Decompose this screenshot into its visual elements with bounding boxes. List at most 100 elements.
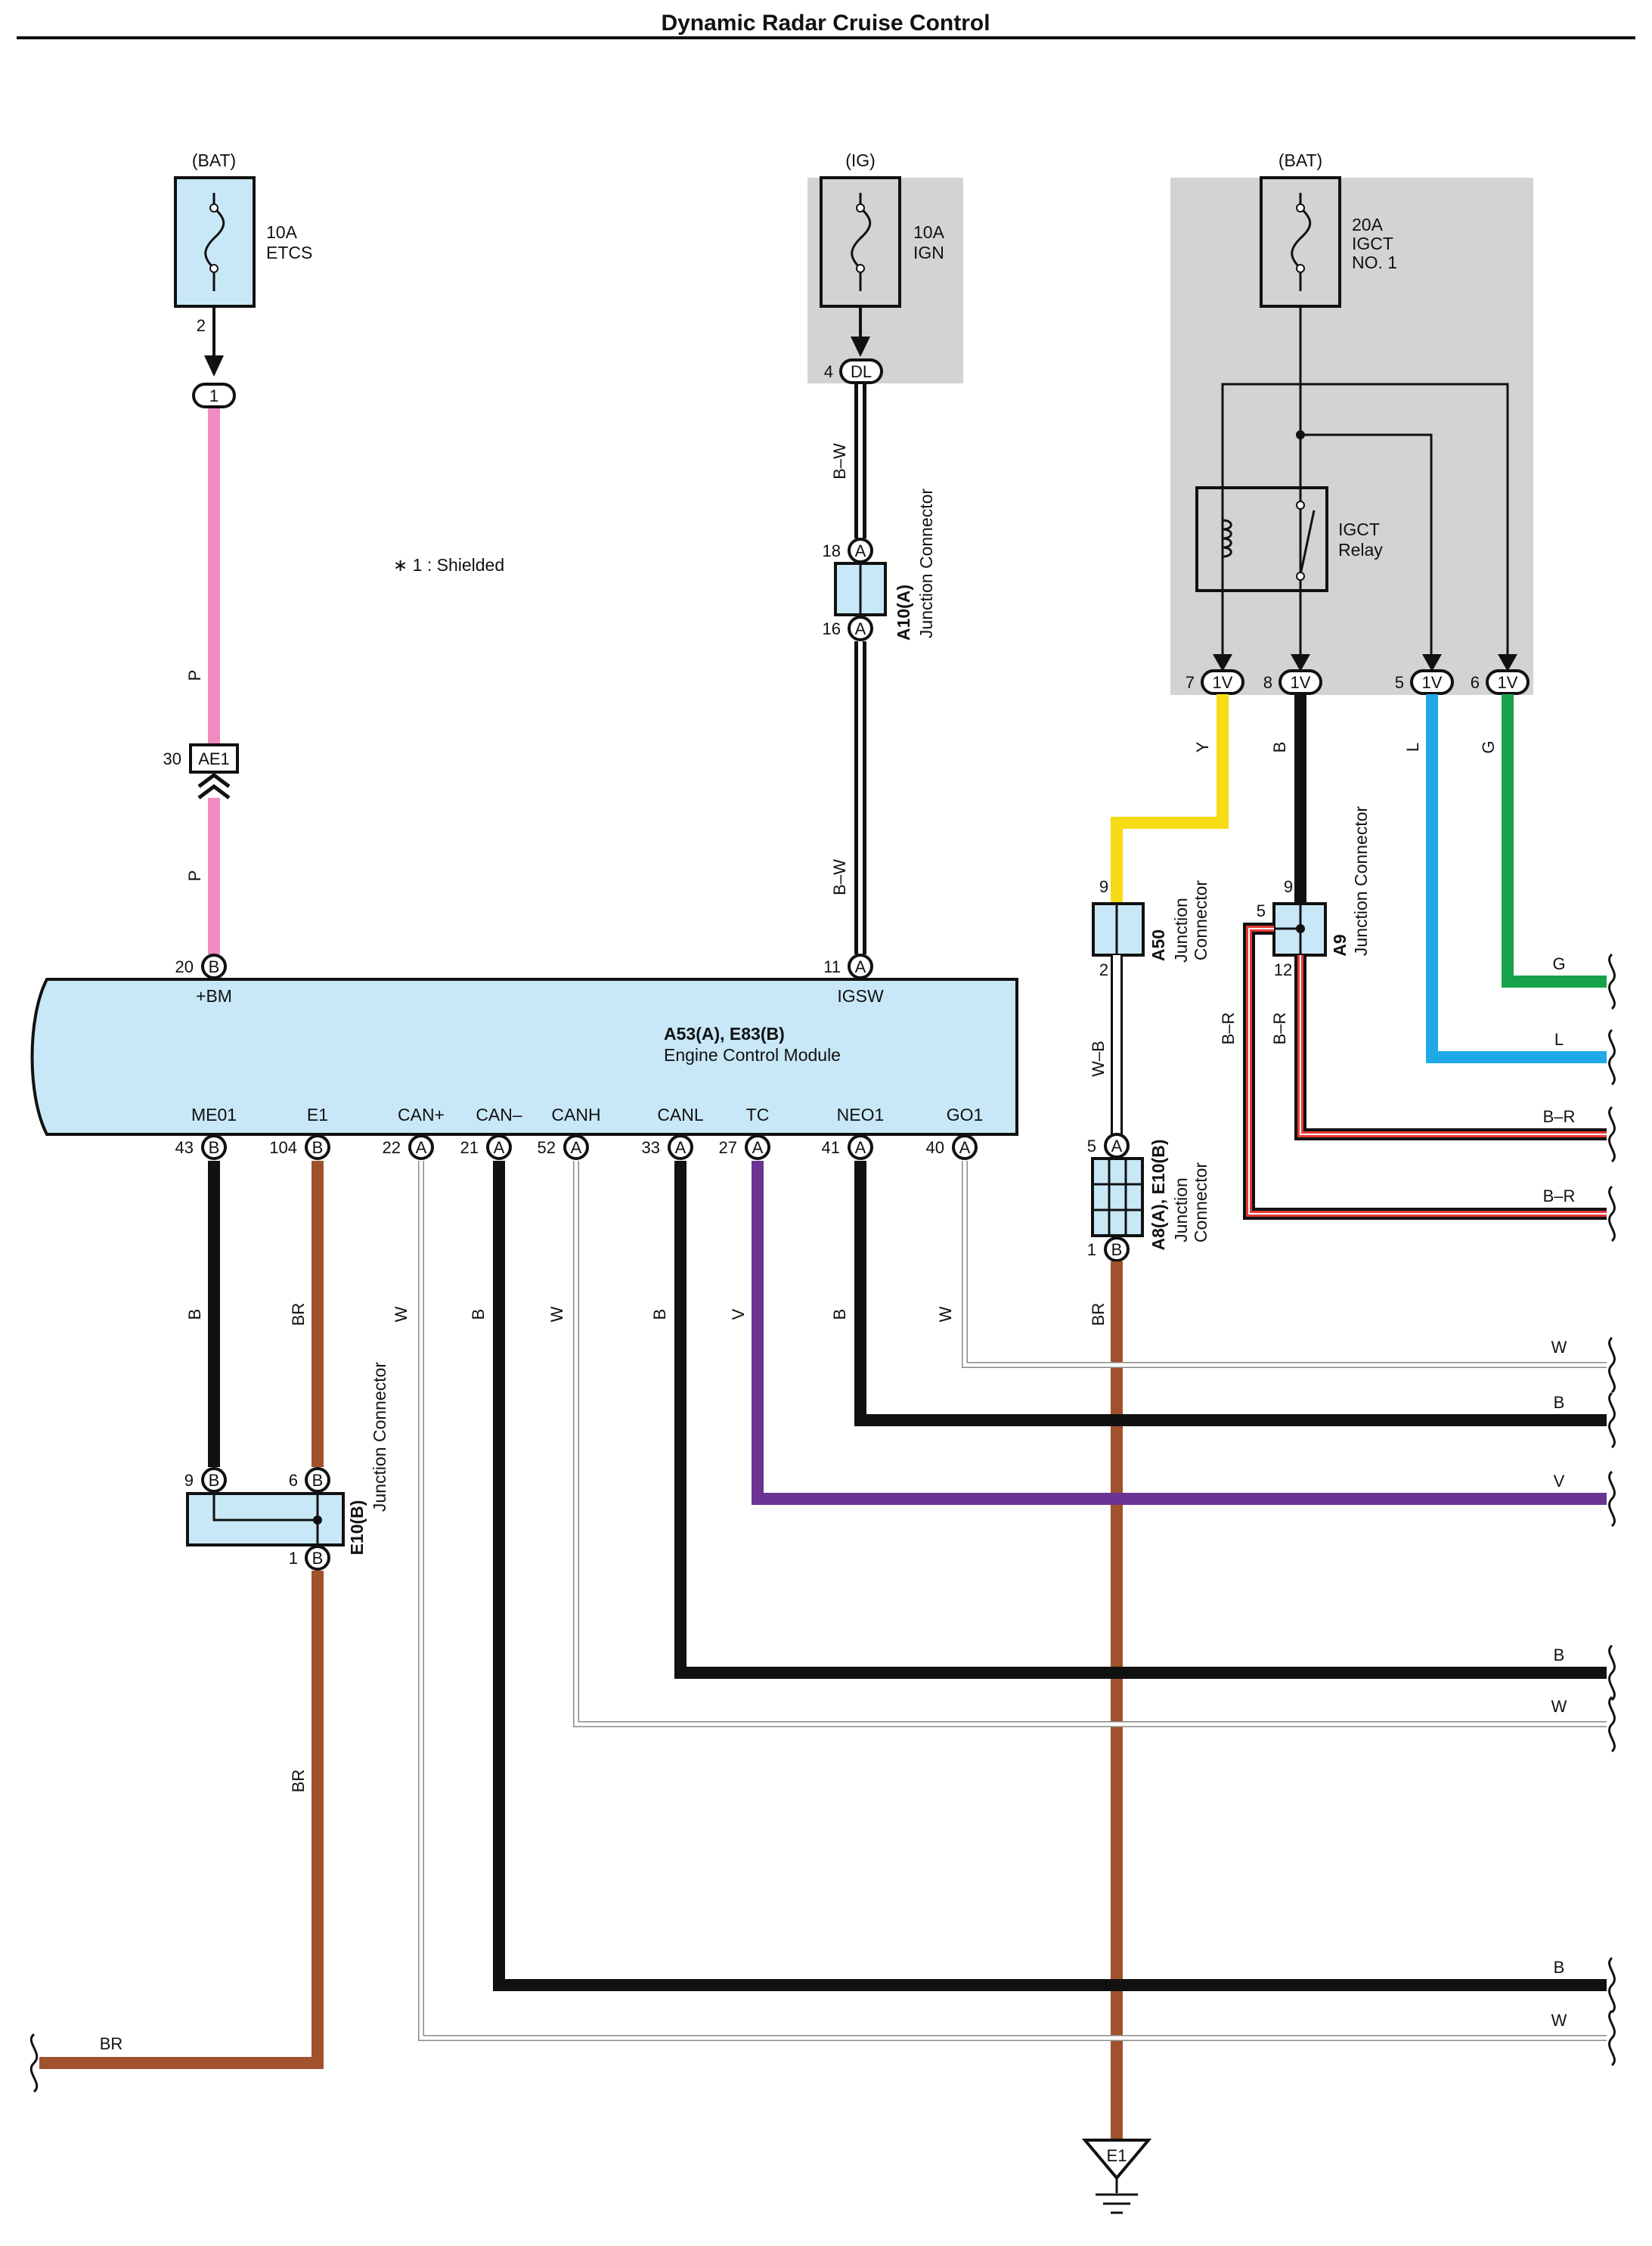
a50-junction-box (1092, 902, 1145, 957)
ecm-pin-code: A (494, 1138, 505, 1157)
right-exit-label: G (1552, 954, 1565, 973)
ecm-pin-code: A (571, 1138, 582, 1157)
v-code-2: 1V (1291, 673, 1311, 692)
wire-l (1426, 694, 1607, 1063)
wire-canp (419, 1161, 1607, 2040)
fuse-element-icon (851, 193, 872, 291)
ig-fuse-region (807, 178, 963, 383)
a8-bottom-pin: 1 (1087, 1240, 1096, 1259)
ecm-pin-code: B (312, 1138, 324, 1157)
ecm-top-pins: B 20 +BM A 11 IGSW (175, 954, 884, 1006)
ecm-pin-label: +BM (196, 986, 232, 1006)
right-exit-label: B (1554, 1646, 1565, 1664)
wire-label-br-a8: BR (1089, 1303, 1108, 1326)
a10-top-code: A (855, 541, 866, 560)
a50-name: A50 (1148, 929, 1168, 961)
ecm-pin-code: A (959, 1138, 971, 1157)
e10-name: E10(B) (347, 1500, 367, 1556)
right-exit-label: B–R (1543, 1187, 1576, 1205)
right-exit-label: W (1551, 1338, 1567, 1357)
wire-label-e10-out: BR (289, 1770, 308, 1793)
a8-desc-2: Connector (1191, 1162, 1210, 1242)
a10-name: A10(A) (894, 585, 913, 641)
ecm-desc: Engine Control Module (664, 1045, 841, 1065)
v-pin-8: 8 (1263, 673, 1272, 692)
ecm-pin-label: IGSW (837, 986, 884, 1006)
wire-label-e1: BR (289, 1303, 308, 1326)
ae1-code: AE1 (198, 749, 230, 768)
break-icon (1608, 2009, 1616, 2067)
ecm-pin-label: TC (746, 1105, 770, 1125)
fuse-igct-name: IGCT (1352, 234, 1393, 253)
ecm-bottom-pin-circle (408, 1134, 434, 1160)
wire-label-br-a9-2: B–R (1219, 1013, 1238, 1045)
a8-name: A8(A), E10(B) (1148, 1140, 1168, 1251)
break-icon (1608, 1391, 1616, 1449)
a9-name: A9 (1330, 934, 1350, 956)
fuse-igct: (BAT) 20A IGCT NO. 1 (1260, 150, 1397, 308)
a8-junction-box (1091, 1157, 1144, 1237)
right-exit-label: B (1554, 1958, 1565, 1977)
fuse-igct-rating: 20A (1352, 215, 1384, 234)
break-icon (1608, 1028, 1616, 1086)
a9-bottom-pin: 12 (1274, 960, 1292, 979)
wire-canl (674, 1161, 1607, 1679)
fuse-etcs-name: ETCS (266, 243, 312, 262)
relay-label-1: IGCT (1338, 520, 1380, 539)
fuse-igct-name2: NO. 1 (1352, 253, 1397, 272)
wire-label-p-lower: P (185, 870, 204, 882)
diagram-title: Dynamic Radar Cruise Control (661, 11, 990, 36)
wire-label-y: Y (1193, 741, 1212, 752)
wire-tc (752, 1161, 1607, 1505)
wire-label-br-a9-1: B–R (1270, 1013, 1289, 1045)
ae1-pin: 30 (163, 749, 181, 768)
v-pin-7: 7 (1186, 673, 1195, 692)
right-exit-label: V (1554, 1472, 1565, 1491)
break-icon (1608, 1336, 1616, 1394)
ecm-pin-num: 104 (269, 1138, 297, 1157)
ecm-name: A53(A), E83(B) (664, 1024, 785, 1044)
a10-desc: Junction Connector (916, 489, 936, 639)
ecm-pin-num: 40 (926, 1138, 944, 1157)
wire-label-bw-lower: B–W (830, 859, 849, 895)
a8-top-pin: 5 (1087, 1137, 1096, 1156)
a50-top-pin: 9 (1099, 877, 1108, 896)
wire-label-canp: W (392, 1306, 411, 1322)
wire-label-l: L (1403, 743, 1422, 752)
ecm-bottom-pin-circle (305, 1134, 330, 1160)
break-icon (1608, 1956, 1616, 2014)
right-exit-label: B (1554, 1393, 1565, 1412)
ecm-pin-num: 33 (642, 1138, 660, 1157)
left-exit-label: BR (100, 2034, 123, 2053)
a9-left-pin: 5 (1257, 901, 1266, 920)
right-exit-label: W (1551, 1697, 1567, 1716)
relay-label-2: Relay (1338, 540, 1383, 560)
ecm-bottom-pin-circle (563, 1134, 589, 1160)
break-icon (1608, 1644, 1616, 1702)
chevron-icon (197, 772, 231, 788)
ecm-pin-num: 43 (175, 1138, 194, 1157)
ecm-bottom-pin-circle (486, 1134, 512, 1160)
connector-1-code: 1 (209, 386, 219, 405)
ecm-pin-label: GO1 (947, 1105, 984, 1125)
ecm-pin-num: 11 (823, 957, 841, 976)
engine-control-module: A53(A), E83(B) Engine Control Module (30, 978, 1018, 1136)
a10-bottom-pin: 16 (823, 619, 841, 638)
ecm-pin-num: 22 (383, 1138, 401, 1157)
e10-bottom-code: B (312, 1549, 324, 1568)
ecm-pin-num: 27 (719, 1138, 737, 1157)
break-icon (1608, 953, 1616, 1010)
break-icon (1608, 1695, 1616, 1753)
e10-left-code: B (209, 1471, 220, 1490)
wire-label-canl: B (650, 1309, 669, 1320)
wire-label-canm: B (469, 1309, 488, 1320)
ecm-bottom-pin-circle (201, 1134, 227, 1160)
arrow-icon (204, 355, 224, 377)
igct-relay: IGCT Relay (1195, 486, 1383, 592)
break-icon (29, 2033, 39, 2093)
wire-canh (574, 1161, 1607, 1726)
wire-label-g: G (1479, 740, 1498, 753)
wire-br-left-exit (39, 1571, 324, 2069)
ecm-pin-label: CANH (551, 1105, 600, 1125)
